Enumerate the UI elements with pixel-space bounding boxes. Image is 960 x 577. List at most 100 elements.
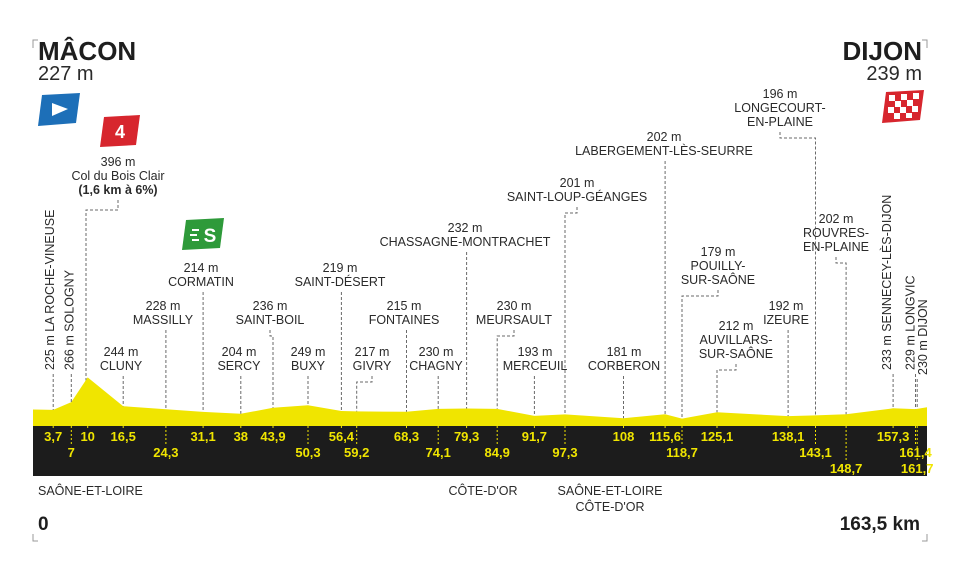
leader-line <box>779 132 816 416</box>
scale-start: 0 <box>38 514 49 535</box>
place-altitude: 215 m <box>387 299 422 313</box>
place-name: MERCEUIL <box>503 359 568 373</box>
region-label: SAÔNE-ET-LOIRE <box>558 483 663 498</box>
start-altitude: 227 m <box>38 63 94 85</box>
climb-name: Col du Bois Clair <box>71 169 164 183</box>
place-altitude: 232 m <box>448 221 483 235</box>
km-marker: 118,7 <box>666 445 698 460</box>
km-marker: 74,1 <box>426 445 451 460</box>
place-name: POUILLY- <box>691 259 746 273</box>
km-marker: 161,7 <box>901 461 934 476</box>
km-marker: 108 <box>613 429 635 444</box>
place-label: 230 m DIJON <box>916 299 930 375</box>
place-name: SAINT-BOIL <box>236 313 305 327</box>
place-altitude: 181 m <box>607 345 642 359</box>
km-marker: 97,3 <box>552 445 577 460</box>
km-marker: 38 <box>234 429 248 444</box>
place-label: 225 m LA ROCHE-VINEUSE <box>43 210 57 370</box>
place-name: SUR-SAÔNE <box>681 272 755 287</box>
km-marker: 56,4 <box>329 429 355 444</box>
place-name: SUR-SAÔNE <box>699 346 773 361</box>
km-marker: 157,3 <box>877 429 910 444</box>
km-marker: 59,2 <box>344 445 369 460</box>
finish-flag-icon <box>882 90 924 123</box>
climb-detail: (1,6 km à 6%) <box>78 183 157 197</box>
place-altitude: 244 m <box>104 345 139 359</box>
sprint-symbol: S <box>204 226 217 247</box>
place-altitude: 179 m <box>701 245 736 259</box>
leader-line <box>496 330 515 409</box>
km-marker: 50,3 <box>295 445 320 460</box>
place-name: LONGECOURT- <box>734 101 825 115</box>
leader-line <box>269 330 274 408</box>
place-altitude: 193 m <box>518 345 553 359</box>
km-marker: 143,1 <box>799 445 832 460</box>
km-marker: 24,3 <box>153 445 178 460</box>
km-marker: 3,7 <box>44 429 62 444</box>
climb-category-flag-icon: 4 <box>100 115 140 147</box>
km-marker: 91,7 <box>522 429 547 444</box>
frame-bottom-right <box>922 534 928 542</box>
place-name: CLUNY <box>100 359 143 373</box>
km-marker: 31,1 <box>190 429 215 444</box>
place-name: LABERGEMENT-LÈS-SEURRE <box>575 143 753 158</box>
region-label: SAÔNE-ET-LOIRE <box>38 483 143 498</box>
climb-category: 4 <box>115 122 125 142</box>
place-label: 229 m LONGVIC <box>904 276 918 370</box>
place-altitude: 192 m <box>769 299 804 313</box>
start-city: MÂCON <box>38 36 136 66</box>
place-altitude: 249 m <box>291 345 326 359</box>
climb-altitude: 396 m <box>101 155 136 169</box>
region-label: CÔTE-D'OR <box>448 483 517 498</box>
place-labels: 225 m LA ROCHE-VINEUSE 266 m SOLOGNY 244 m… <box>43 87 930 375</box>
place-label: 266 m SOLOGNY <box>62 269 76 370</box>
frame-bottom-left <box>32 534 38 542</box>
place-altitude: 236 m <box>253 299 288 313</box>
place-name: BUXY <box>291 359 326 373</box>
place-name: SAINT-DÉSERT <box>295 274 386 289</box>
place-name: ROUVRES- <box>803 226 869 240</box>
place-name: CORBERON <box>588 359 660 373</box>
frame-top-right <box>922 39 928 48</box>
start-flag-icon <box>38 93 80 126</box>
place-name: AUVILLARS- <box>700 333 773 347</box>
km-marker: 115,6 <box>649 429 681 444</box>
place-altitude: 214 m <box>184 261 219 275</box>
km-marker: 79,3 <box>454 429 479 444</box>
finish-city: DIJON <box>843 36 922 66</box>
place-name: EN-PLAINE <box>747 115 813 129</box>
place-altitude: 230 m <box>419 345 454 359</box>
elevation-profile-area <box>33 377 927 426</box>
place-name: IZEURE <box>763 313 809 327</box>
place-name: CHASSAGNE-MONTRACHET <box>380 235 551 249</box>
place-altitude: 212 m <box>719 319 754 333</box>
leader-line <box>716 364 737 413</box>
place-altitude: 219 m <box>323 261 358 275</box>
place-altitude: 217 m <box>355 345 390 359</box>
km-marker: 16,5 <box>111 429 136 444</box>
place-altitude: 202 m <box>819 212 854 226</box>
sprint-flag-icon: S <box>182 218 224 250</box>
place-name: EN-PLAINE <box>803 240 869 254</box>
place-name: FONTAINES <box>369 313 440 327</box>
place-name: CHAGNY <box>409 359 463 373</box>
place-name: SERCY <box>217 359 261 373</box>
scale-end: 163,5 km <box>840 514 920 535</box>
km-marker: 68,3 <box>394 429 419 444</box>
km-band <box>33 426 927 476</box>
km-marker: 148,7 <box>830 461 863 476</box>
km-marker: 138,1 <box>772 429 805 444</box>
place-label: 233 m SENNECEY-LÈS-DIJON <box>879 195 894 370</box>
km-marker: 84,9 <box>485 445 510 460</box>
place-altitude: 196 m <box>763 87 798 101</box>
finish-altitude: 239 m <box>866 63 922 85</box>
leader-lines <box>52 132 918 419</box>
region-label: CÔTE-D'OR <box>575 499 644 514</box>
place-name: MASSILLY <box>133 313 194 327</box>
km-marker: 10 <box>80 429 94 444</box>
km-marker: 125,1 <box>701 429 734 444</box>
place-altitude: 202 m <box>647 130 682 144</box>
place-altitude: 201 m <box>560 176 595 190</box>
